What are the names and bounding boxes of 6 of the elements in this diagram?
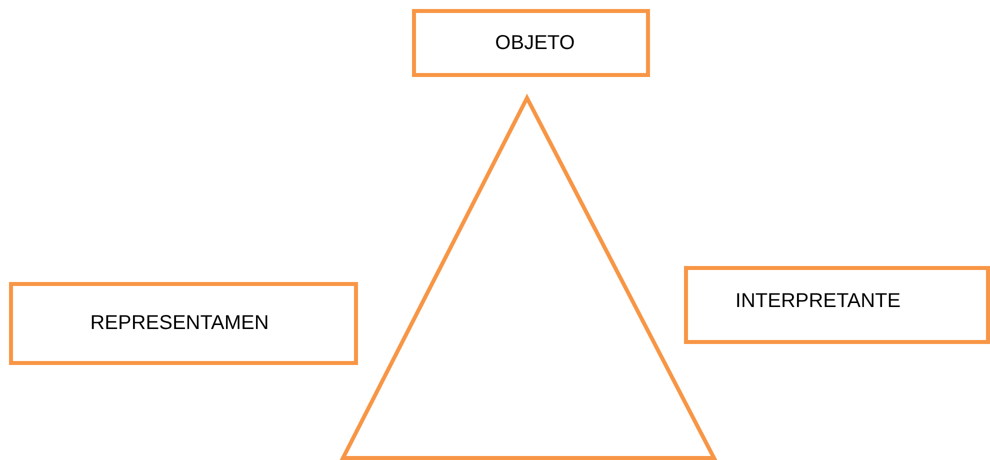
box-label: OBJETO [495, 32, 575, 54]
box-label: INTERPRETANTE [735, 290, 901, 313]
box-label: REPRESENTAMEN [90, 312, 269, 335]
label-box [684, 266, 990, 344]
label-box [9, 282, 358, 365]
label-box [412, 9, 650, 77]
